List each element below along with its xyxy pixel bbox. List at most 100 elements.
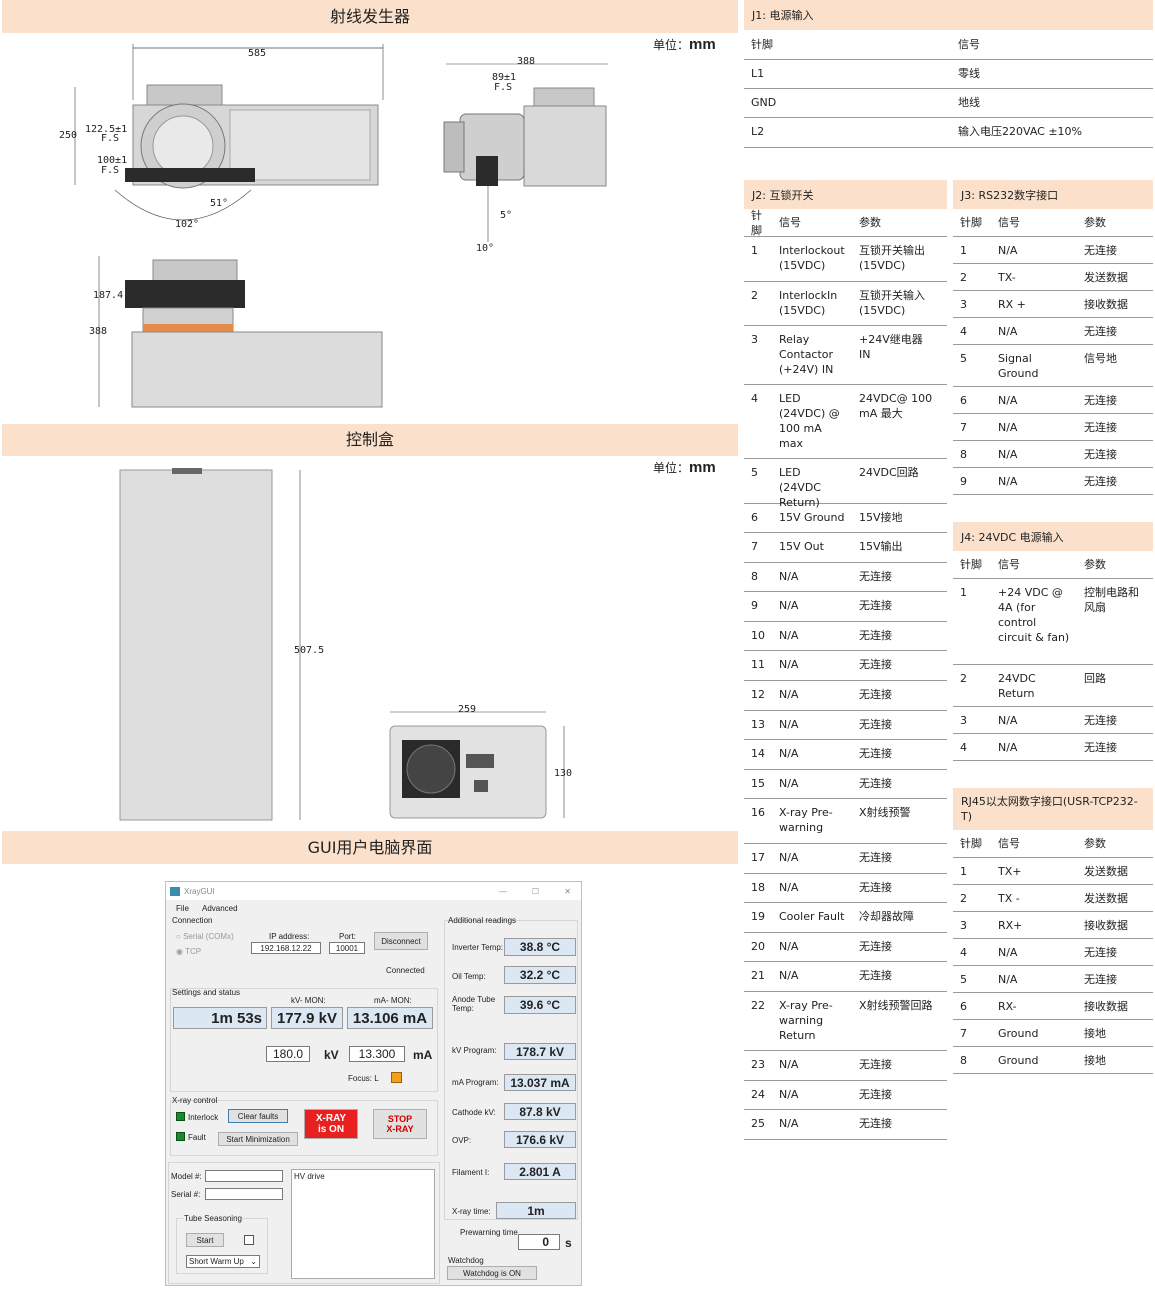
seasoning-start-button[interactable]: Start (186, 1233, 224, 1247)
maximize-icon[interactable]: ☐ (531, 886, 539, 896)
warm-up-select[interactable]: Short Warm Up⌄ (186, 1255, 260, 1268)
fault-led (176, 1132, 185, 1141)
pin-cell: 8 (751, 569, 758, 583)
ma-unit: mA (413, 1048, 433, 1062)
dim-51: 51° (210, 198, 228, 209)
start-minimization-button[interactable]: Start Minimization (218, 1132, 298, 1146)
watchdog-button[interactable]: Watchdog is ON (447, 1266, 537, 1280)
signal-cell: X-ray Pre-warning (779, 806, 833, 835)
param-cell: 无连接 (1084, 714, 1117, 727)
signal-cell: N/A (998, 421, 1018, 434)
signal-cell: N/A (998, 475, 1018, 488)
tcp-radio[interactable]: ◉ TCP (176, 947, 202, 956)
filament-display: 2.801 A (504, 1163, 576, 1180)
prewarning-input[interactable]: 0 (518, 1234, 560, 1250)
prewarning-label: Prewarning time (460, 1228, 518, 1237)
j4-header-pin: 针脚 (960, 558, 982, 571)
signal-cell: N/A (779, 628, 799, 642)
param-cell: 无连接 (859, 776, 892, 790)
seasoning-checkbox[interactable] (244, 1235, 254, 1245)
param-cell: 15V输出 (859, 540, 903, 554)
j3-header-param: 参数 (1084, 216, 1106, 229)
signal-cell: Relay Contactor (+24V) IN (779, 333, 834, 376)
param-cell: 无连接 (859, 939, 892, 953)
param-cell: 冷却器故障 (859, 910, 914, 924)
pin-cell: 8 (960, 1054, 967, 1067)
signal-cell: N/A (998, 244, 1018, 257)
close-icon[interactable]: ✕ (564, 886, 571, 896)
model-input[interactable] (205, 1170, 283, 1182)
j4-header-signal: 信号 (998, 558, 1020, 571)
chevron-down-icon: ⌄ (250, 1257, 257, 1266)
serial-radio[interactable]: ○ Serial (COMx) (176, 932, 234, 941)
j3-title: J3: RS232数字接口 (953, 180, 1153, 209)
watchdog-label: Watchdog (448, 1256, 484, 1265)
pin-cell: 9 (751, 599, 758, 613)
pin-cell: 1 (960, 586, 967, 599)
param-cell: 无连接 (859, 747, 892, 761)
param-cell: 无连接 (1084, 741, 1117, 754)
signal-cell: 15V Out (779, 540, 824, 554)
pin-cell: GND (751, 96, 777, 109)
control-section-title: 控制盒 (2, 424, 738, 456)
param-cell: 无连接 (1084, 394, 1117, 407)
dim-100-fs: F.S (101, 165, 119, 176)
param-cell: X射线预警回路 (859, 998, 933, 1012)
j1-header-pin: 针脚 (751, 38, 773, 51)
ip-label: IP address: (269, 932, 310, 941)
serial-number-input[interactable] (205, 1188, 283, 1200)
param-cell: 无连接 (1084, 448, 1117, 461)
pin-cell: 11 (751, 658, 765, 672)
j4-header-row: 针脚 信号 参数 (953, 551, 1153, 579)
disconnect-button[interactable]: Disconnect (374, 932, 428, 950)
signal-cell: LED (24VDC Return) (779, 466, 821, 509)
dim-250: 250 (59, 130, 77, 141)
signal-cell: RX+ (998, 919, 1023, 932)
menu-advanced[interactable]: Advanced (202, 904, 238, 913)
minimize-icon[interactable]: — (499, 886, 507, 896)
signal-cell: N/A (779, 688, 799, 702)
signal-cell: N/A (779, 658, 799, 672)
rj45-header-pin: 针脚 (960, 837, 982, 850)
signal-cell: N/A (998, 741, 1018, 754)
j2-title: J2: 互锁开关 (744, 180, 947, 209)
xray-control-group (170, 1100, 438, 1156)
ip-input[interactable]: 192.168.12.22 (251, 942, 321, 954)
port-input[interactable]: 10001 (329, 942, 365, 954)
inverter-temp-display: 38.8 °C (504, 938, 576, 956)
inverter-temp-label: Inverter Temp: (452, 943, 503, 952)
signal-cell: 零线 (958, 67, 980, 80)
pin-cell: 5 (751, 466, 758, 479)
clear-faults-button[interactable]: Clear faults (228, 1109, 288, 1123)
dim-89: 89±1 (492, 72, 516, 83)
pin-cell: 23 (751, 1057, 765, 1071)
kv-setpoint-input[interactable]: 180.0 (266, 1046, 310, 1062)
signal-cell: N/A (779, 1087, 799, 1101)
menu-file[interactable]: File (176, 904, 189, 913)
hv-drive-log[interactable]: HV drive (291, 1169, 435, 1279)
param-cell: 接收数据 (1084, 919, 1128, 932)
pin-cell: 1 (960, 244, 967, 257)
pin-cell: 2 (960, 892, 967, 905)
ma-setpoint-input[interactable]: 13.300 (349, 1046, 405, 1062)
settings-label: Settings and status (172, 988, 241, 997)
ma-program-display: 13.037 mA (504, 1074, 576, 1091)
pin-cell: 25 (751, 1117, 765, 1131)
